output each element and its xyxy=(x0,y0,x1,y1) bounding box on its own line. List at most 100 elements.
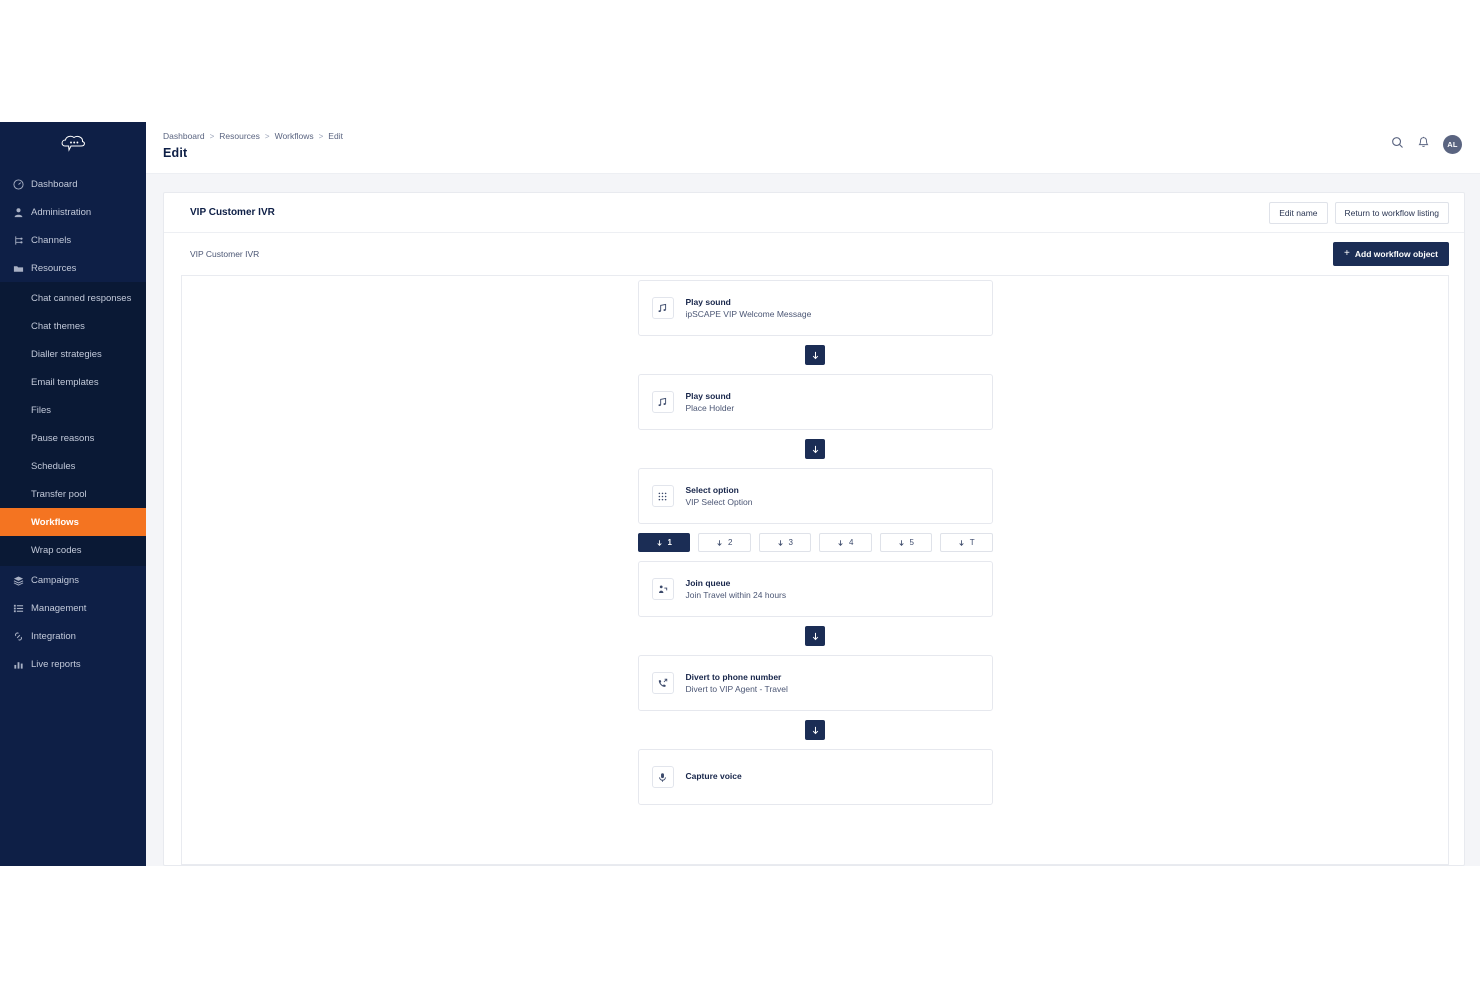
workflow-title: VIP Customer IVR xyxy=(190,207,275,218)
branch-icon xyxy=(10,235,26,246)
workflow-node-text: Join queue Join Travel within 24 hours xyxy=(686,578,787,600)
link-icon xyxy=(10,631,26,642)
sidebar-item-transfer-pool[interactable]: Transfer pool xyxy=(0,480,146,508)
sidebar-item-label: Integration xyxy=(31,630,76,642)
card-subheader: VIP Customer IVR + Add workflow object xyxy=(164,233,1464,275)
sidebar-item-live-reports[interactable]: Live reports xyxy=(0,650,146,678)
card-header: VIP Customer IVR Edit name Return to wor… xyxy=(164,193,1464,233)
branch-label: 3 xyxy=(788,538,793,547)
topbar-right: AL xyxy=(1391,131,1462,154)
user-icon xyxy=(10,207,26,218)
search-icon[interactable] xyxy=(1391,136,1404,154)
sidebar-item-label: Resources xyxy=(31,262,77,274)
arrow-down-icon xyxy=(959,539,964,546)
sidebar-item-schedules[interactable]: Schedules xyxy=(0,452,146,480)
sidebar-item-dialler-strategies[interactable]: Dialler strategies xyxy=(0,340,146,368)
return-to-workflow-listing-button[interactable]: Return to workflow listing xyxy=(1334,201,1449,224)
sidebar-sub-label: Transfer pool xyxy=(31,488,87,500)
workflow-node[interactable]: Divert to phone number Divert to VIP Age… xyxy=(637,655,993,711)
dashboard-icon xyxy=(10,178,26,190)
sidebar-item-dashboard[interactable]: Dashboard xyxy=(0,170,146,198)
sidebar-item-wrap-codes[interactable]: Wrap codes xyxy=(0,536,146,564)
connector-arrow-down[interactable] xyxy=(805,345,825,365)
breadcrumb-item-edit[interactable]: Edit xyxy=(328,131,343,141)
arrow-down-icon xyxy=(812,632,818,640)
branch-button-1[interactable]: 1 xyxy=(637,533,690,552)
connector-arrow-down[interactable] xyxy=(805,720,825,740)
edit-name-button[interactable]: Edit name xyxy=(1269,201,1328,224)
main-area: Dashboard > Resources > Workflows > Edit… xyxy=(146,122,1480,866)
workflow-node-text: Play sound ipSCAPE VIP Welcome Message xyxy=(686,297,812,319)
add-workflow-object-label: Add workflow object xyxy=(1354,249,1438,259)
sidebar-item-campaigns[interactable]: Campaigns xyxy=(0,566,146,594)
workflow-canvas[interactable]: Play sound ipSCAPE VIP Welcome Message xyxy=(181,275,1449,865)
sidebar-nav: Dashboard Administration Channels Resour… xyxy=(0,170,146,678)
sidebar-item-chat-themes[interactable]: Chat themes xyxy=(0,312,146,340)
breadcrumb-item-dashboard[interactable]: Dashboard xyxy=(163,131,205,141)
connector-arrow-down[interactable] xyxy=(805,626,825,646)
sidebar-item-management[interactable]: Management xyxy=(0,594,146,622)
breadcrumb-item-resources[interactable]: Resources xyxy=(219,131,260,141)
sidebar-sub-label: Schedules xyxy=(31,460,76,472)
sidebar-item-channels[interactable]: Channels xyxy=(0,226,146,254)
workflow-node-text: Select option VIP Select Option xyxy=(686,485,753,507)
branch-button-5[interactable]: 5 xyxy=(879,533,932,552)
workflow-node-desc: Place Holder xyxy=(685,403,735,413)
page-title: Edit xyxy=(163,146,188,160)
queue-person-icon xyxy=(651,578,674,600)
branch-button-3[interactable]: 3 xyxy=(758,533,811,552)
workflow-node-text: Capture voice xyxy=(686,771,742,783)
sidebar-sub-label: Files xyxy=(31,404,52,416)
sidebar-item-administration[interactable]: Administration xyxy=(0,198,146,226)
sidebar-item-label: Channels xyxy=(31,234,72,246)
arrow-down-icon xyxy=(656,539,662,546)
workflow-node-title: Join queue xyxy=(685,578,731,588)
sidebar-item-chat-canned-responses[interactable]: Chat canned responses xyxy=(0,284,146,312)
music-note-icon xyxy=(651,391,674,413)
content-area: VIP Customer IVR Edit name Return to wor… xyxy=(146,174,1480,866)
branch-button-t[interactable]: T xyxy=(940,533,993,552)
workflow-node-desc: Join Travel within 24 hours xyxy=(685,590,787,600)
arrow-down-icon xyxy=(838,539,843,546)
arrow-down-icon xyxy=(777,539,783,546)
app-logo[interactable] xyxy=(0,122,146,162)
bell-icon[interactable] xyxy=(1417,136,1430,154)
sidebar-item-email-templates[interactable]: Email templates xyxy=(0,368,146,396)
breadcrumb-separator: > xyxy=(264,131,270,141)
arrow-down-icon xyxy=(812,726,818,734)
sidebar-sub-label: Chat themes xyxy=(31,320,85,332)
workflow-node-desc: VIP Select Option xyxy=(685,497,753,507)
sidebar-item-label: Live reports xyxy=(31,658,81,670)
breadcrumb-item-workflows[interactable]: Workflows xyxy=(274,131,314,141)
keypad-grid-icon xyxy=(651,485,674,507)
workflow-node[interactable]: Play sound Place Holder xyxy=(637,374,993,430)
add-workflow-object-button[interactable]: + Add workflow object xyxy=(1333,242,1449,266)
sidebar-item-resources[interactable]: Resources xyxy=(0,254,146,282)
sidebar-item-workflows[interactable]: Workflows xyxy=(0,508,146,536)
workflow-node[interactable]: Capture voice xyxy=(637,749,993,805)
layers-icon xyxy=(10,575,26,586)
breadcrumb-separator: > xyxy=(318,131,324,141)
workflow-node[interactable]: Select option VIP Select Option xyxy=(637,468,993,524)
sidebar-item-label: Dashboard xyxy=(31,178,78,190)
branch-button-4[interactable]: 4 xyxy=(819,533,872,552)
connector-arrow-down[interactable] xyxy=(805,439,825,459)
avatar[interactable]: AL xyxy=(1443,135,1462,154)
plus-icon: + xyxy=(1344,248,1350,259)
phone-forward-icon xyxy=(651,672,674,694)
sidebar-item-label: Management xyxy=(31,602,87,614)
sidebar-sub-label: Email templates xyxy=(31,376,99,388)
workflow-card: VIP Customer IVR Edit name Return to wor… xyxy=(163,192,1465,866)
workflow-node[interactable]: Join queue Join Travel within 24 hours xyxy=(637,561,993,617)
workflow-flow: Play sound ipSCAPE VIP Welcome Message xyxy=(182,276,1448,805)
sidebar-item-pause-reasons[interactable]: Pause reasons xyxy=(0,424,146,452)
sidebar-sub-label: Workflows xyxy=(31,516,79,528)
music-note-icon xyxy=(651,297,674,319)
workflow-node[interactable]: Play sound ipSCAPE VIP Welcome Message xyxy=(637,280,993,336)
sidebar-item-files[interactable]: Files xyxy=(0,396,146,424)
branch-button-2[interactable]: 2 xyxy=(698,533,751,552)
cloud-chat-logo-icon xyxy=(59,133,87,158)
sidebar: Dashboard Administration Channels Resour… xyxy=(0,122,146,866)
arrow-down-icon xyxy=(898,539,904,546)
sidebar-item-integration[interactable]: Integration xyxy=(0,622,146,650)
